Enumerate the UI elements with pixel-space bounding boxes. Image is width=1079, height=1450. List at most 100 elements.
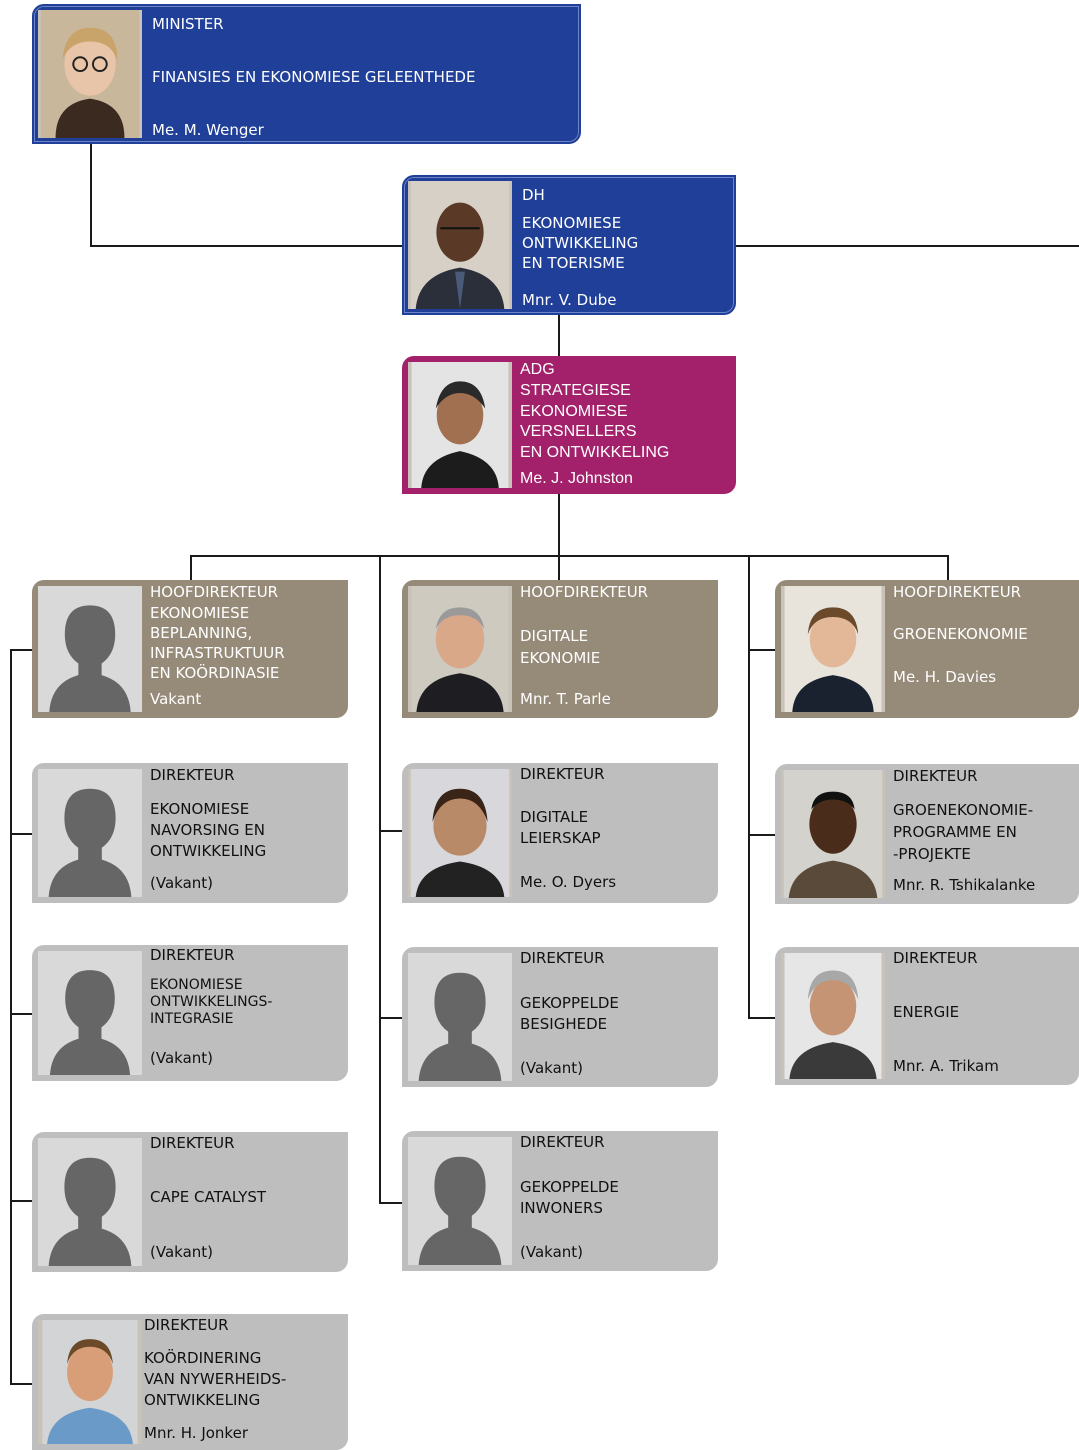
connector (748, 649, 776, 651)
director-box: DIREKTEUR GROENEKONOMIE- PROGRAMME EN -P… (775, 764, 1079, 904)
director-name: (Vakant) (150, 874, 213, 892)
connector (10, 649, 34, 651)
silhouette-photo (38, 951, 142, 1075)
person-photo-icon (42, 1320, 138, 1444)
person-silhouette-icon (40, 1138, 140, 1266)
connector (379, 1017, 403, 1019)
silhouette-photo (38, 1138, 142, 1266)
silhouette-photo (38, 586, 142, 712)
director-box: DIREKTEUR GEKOPPELDE BESIGHEDE (Vakant) (402, 947, 718, 1087)
connector (10, 1383, 34, 1385)
director-box: DIREKTEUR GEKOPPELDE INWONERS (Vakant) (402, 1131, 718, 1271)
silhouette-photo (408, 1137, 512, 1265)
director-name: (Vakant) (150, 1243, 213, 1261)
director-box: DIREKTEUR ENERGIE Mnr. A. Trikam (775, 947, 1079, 1085)
director-role: DIREKTEUR (520, 949, 605, 967)
director-box: DIREKTEUR EKONOMIESE ONTWIKKELINGS- INTE… (32, 945, 348, 1081)
director-unit: GEKOPPELDE BESIGHEDE (520, 994, 619, 1033)
connector (379, 830, 403, 832)
person-silhouette-icon (410, 953, 510, 1081)
director-unit: EKONOMIESE NAVORSING EN ONTWIKKELING (150, 800, 267, 860)
connector (379, 1202, 403, 1204)
chief-director-name: Me. H. Davies (893, 668, 997, 686)
person-photo-icon (784, 586, 882, 712)
director-unit: KOÖRDINERING VAN NYWERHEIDS- ONTWIKKELIN… (144, 1349, 287, 1409)
director-unit: CAPE CATALYST (150, 1188, 267, 1206)
connector (10, 833, 34, 835)
connector (90, 245, 404, 247)
minister-name: Me. M. Wenger (152, 121, 264, 139)
director-box: DIREKTEUR DIGITALE LEIERSKAP Me. O. Dyer… (402, 763, 718, 903)
connector (190, 555, 192, 580)
minister-role: MINISTER (152, 15, 224, 33)
director-box: DIREKTEUR CAPE CATALYST (Vakant) (32, 1132, 348, 1272)
connector (748, 834, 776, 836)
director-photo (781, 770, 885, 898)
chief-director-photo (781, 586, 885, 712)
person-photo-icon (411, 586, 509, 712)
director-name: Mnr. R. Tshikalanke (893, 876, 1036, 894)
silhouette-photo (38, 769, 142, 897)
person-silhouette-icon (40, 769, 140, 897)
person-photo-icon (783, 770, 883, 898)
director-name: (Vakant) (150, 1049, 213, 1067)
director-name: Mnr. A. Trikam (893, 1057, 999, 1075)
director-role: DIREKTEUR (150, 946, 235, 964)
director-role: DIREKTEUR (144, 1316, 229, 1334)
director-name: Me. O. Dyers (520, 873, 617, 891)
director-box: DIREKTEUR EKONOMIESE NAVORSING EN ONTWIK… (32, 763, 348, 903)
person-silhouette-icon (42, 951, 138, 1075)
dh-role: DH (522, 186, 545, 204)
chief-director-box: HOOFDIREKTEUR EKONOMIESE BEPLANNING, INF… (32, 580, 348, 718)
chief-director-role: HOOFDIREKTEUR (893, 583, 1022, 601)
person-photo-icon (410, 181, 510, 309)
person-photo-icon (410, 769, 510, 897)
director-name: Mnr. H. Jonker (144, 1424, 248, 1442)
person-photo-icon (40, 10, 140, 138)
adg-role: ADG (520, 361, 555, 378)
director-unit: ENERGIE (893, 1003, 960, 1021)
director-role: DIREKTEUR (520, 1133, 605, 1151)
chief-director-role: HOOFDIREKTEUR (150, 583, 279, 601)
minister-photo (38, 10, 142, 138)
chief-director-unit: GROENEKONOMIE (893, 625, 1028, 643)
adg-name: Me. J. Johnston (520, 470, 633, 487)
connector (90, 140, 92, 246)
director-role: DIREKTEUR (893, 949, 978, 967)
director-box: DIREKTEUR KOÖRDINERING VAN NYWERHEIDS- O… (32, 1314, 348, 1450)
chief-director-box: HOOFDIREKTEUR GROENEKONOMIE Me. H. Davie… (775, 580, 1079, 718)
connector (10, 1013, 34, 1015)
director-role: DIREKTEUR (893, 767, 978, 785)
chief-director-name: Mnr. T. Parle (520, 690, 611, 708)
connector (748, 1017, 776, 1019)
director-unit: EKONOMIESE ONTWIKKELINGS- INTEGRASIE (150, 977, 273, 1027)
director-photo (781, 953, 885, 1079)
director-photo (408, 769, 512, 897)
dh-name: Mnr. V. Dube (522, 291, 617, 309)
person-photo-icon (784, 953, 882, 1079)
adg-box: ADG STRATEGIESE EKONOMIESE VERSNELLERS E… (402, 356, 736, 494)
chief-director-unit: EKONOMIESE BEPLANNING, INFRASTRUKTUUR EN… (150, 604, 285, 682)
silhouette-photo (408, 953, 512, 1081)
connector (190, 555, 949, 557)
director-photo (38, 1320, 142, 1444)
director-role: DIREKTEUR (150, 1134, 235, 1152)
connector (558, 555, 560, 580)
connector (10, 649, 12, 1384)
minister-box: MINISTER FINANSIES EN EKONOMIESE GELEENT… (32, 4, 581, 144)
dh-unit: EKONOMIESE ONTWIKKELING EN TOERISME (522, 214, 639, 272)
connector (10, 1200, 34, 1202)
director-unit: GEKOPPELDE INWONERS (520, 1178, 619, 1217)
connector (558, 494, 560, 556)
director-role: DIREKTEUR (520, 765, 605, 783)
person-photo-icon (411, 362, 509, 488)
chief-director-name: Vakant (150, 690, 202, 708)
director-name: (Vakant) (520, 1059, 583, 1077)
adg-photo (408, 362, 512, 488)
dh-box: DH EKONOMIESE ONTWIKKELING EN TOERISME M… (402, 175, 736, 315)
minister-unit: FINANSIES EN EKONOMIESE GELEENTHEDE (152, 68, 476, 86)
director-unit: DIGITALE LEIERSKAP (520, 808, 601, 847)
person-silhouette-icon (41, 586, 139, 712)
chief-director-role: HOOFDIREKTEUR (520, 583, 649, 601)
chief-director-photo (408, 586, 512, 712)
